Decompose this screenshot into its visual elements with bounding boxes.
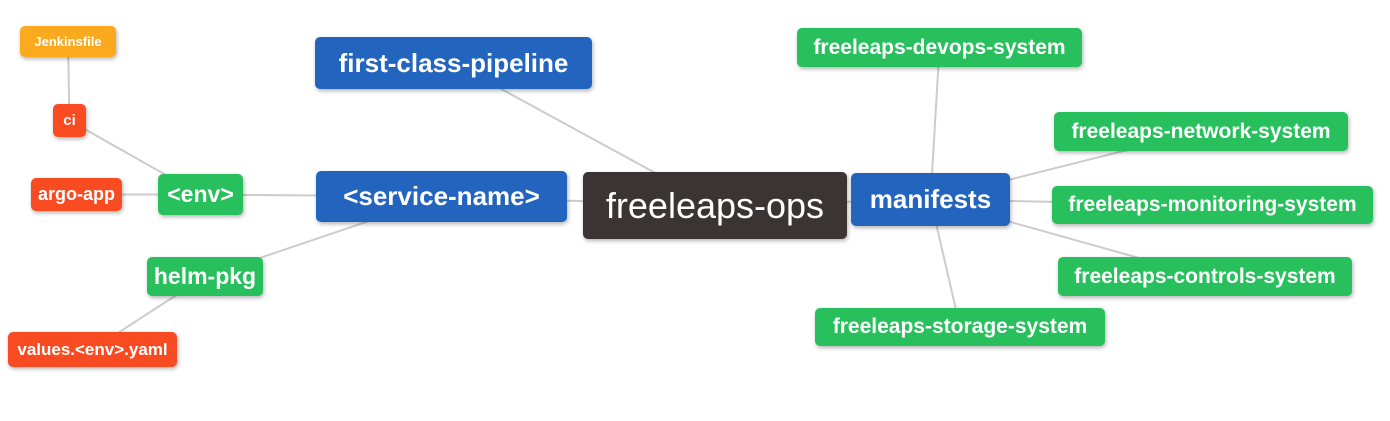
node-label: freeleaps-ops — [605, 184, 825, 226]
node-freeleaps-ops[interactable]: freeleaps-ops — [583, 172, 847, 239]
node-label: freeleaps-devops-system — [813, 35, 1066, 59]
node-ci[interactable]: ci — [53, 104, 86, 137]
node-label: argo-app — [37, 184, 115, 204]
node-jenkinsfile[interactable]: Jenkinsfile — [20, 26, 116, 57]
node-label: freeleaps-storage-system — [832, 315, 1088, 338]
node-label: Jenkinsfile — [34, 34, 102, 49]
node-label: freeleaps-monitoring-system — [1068, 193, 1357, 216]
node-freeleaps-storage-system[interactable]: freeleaps-storage-system — [815, 308, 1105, 346]
node-label: ci — [63, 112, 76, 129]
node-helm-pkg[interactable]: helm-pkg — [147, 257, 263, 296]
node-label: helm-pkg — [153, 263, 257, 289]
node-freeleaps-controls-system[interactable]: freeleaps-controls-system — [1058, 257, 1352, 296]
node-env[interactable]: <env> — [158, 174, 243, 215]
node-label: <env> — [167, 181, 234, 207]
node-first-class-pipeline[interactable]: first-class-pipeline — [315, 37, 592, 89]
node-freeleaps-monitoring-system[interactable]: freeleaps-monitoring-system — [1052, 186, 1373, 224]
node-values-env-yaml[interactable]: values.<env>.yaml — [8, 332, 177, 367]
node-manifests[interactable]: manifests — [851, 173, 1010, 226]
node-service-name[interactable]: <service-name> — [316, 171, 567, 222]
node-label: freeleaps-network-system — [1071, 119, 1331, 143]
node-argo-app[interactable]: argo-app — [31, 178, 122, 211]
node-label: manifests — [869, 184, 992, 214]
node-freeleaps-network-system[interactable]: freeleaps-network-system — [1054, 112, 1348, 151]
node-label: first-class-pipeline — [338, 47, 569, 78]
node-label: <service-name> — [343, 181, 540, 211]
node-freeleaps-devops-system[interactable]: freeleaps-devops-system — [797, 28, 1082, 67]
node-label: values.<env>.yaml — [17, 339, 168, 359]
node-label: freeleaps-controls-system — [1074, 264, 1336, 288]
